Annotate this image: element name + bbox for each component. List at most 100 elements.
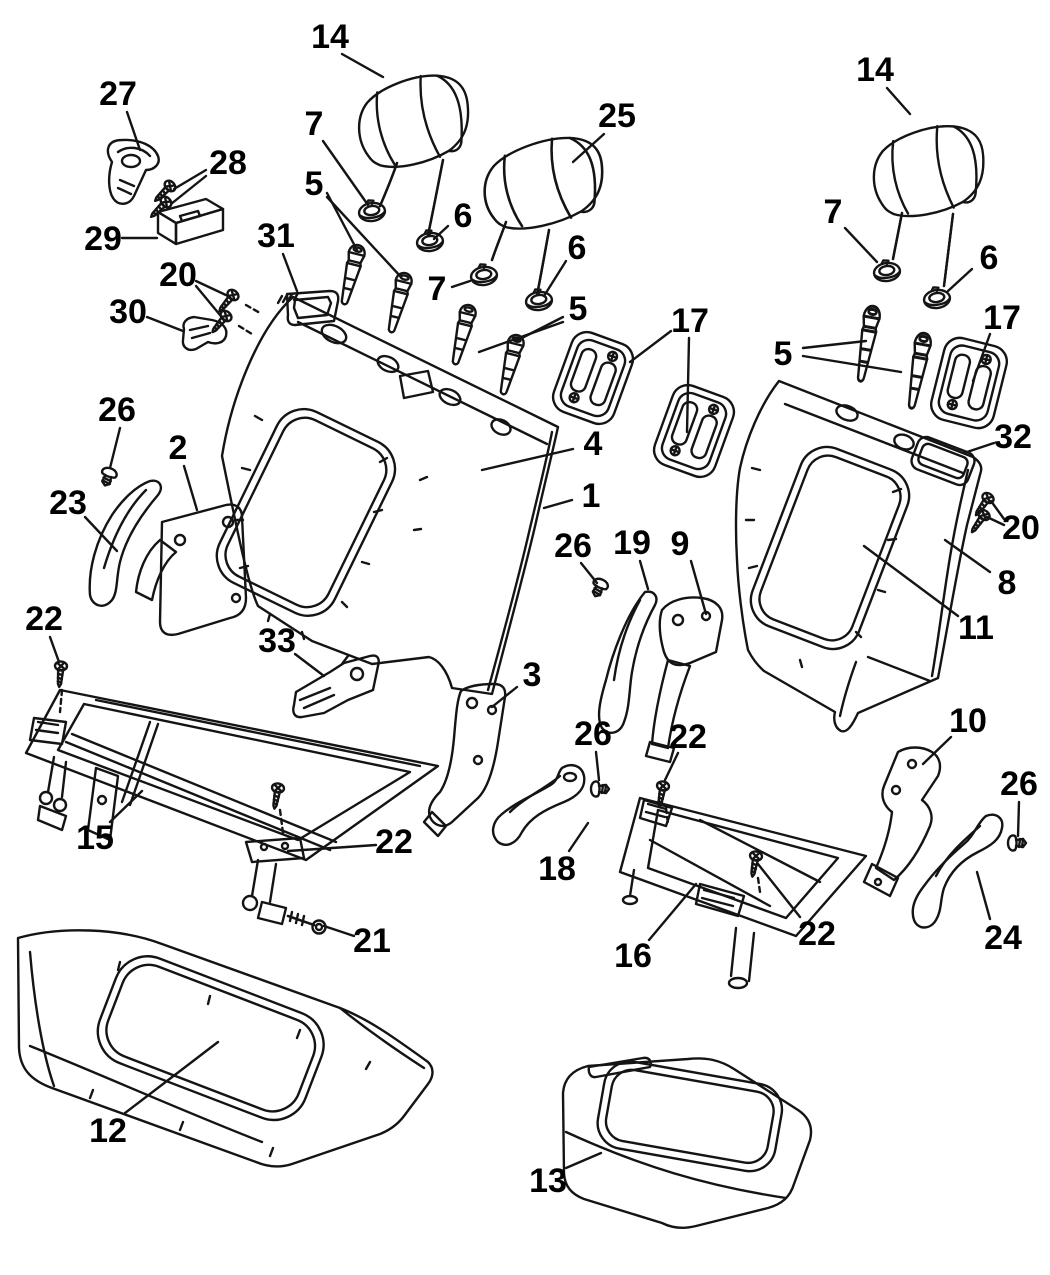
bracket-10 xyxy=(862,746,942,898)
guide-sleeve-5 xyxy=(901,330,934,412)
callout-20: 20 xyxy=(1002,509,1040,547)
leader-line-23 xyxy=(83,515,119,553)
leader-line-28 xyxy=(169,174,208,206)
callout-19: 19 xyxy=(613,524,651,562)
leader-line-5 xyxy=(801,339,868,350)
leader-line-22 xyxy=(663,751,680,782)
callout-6: 6 xyxy=(454,197,473,235)
arm-23 xyxy=(88,479,162,607)
callout-11: 11 xyxy=(958,609,994,647)
headrest-right-14 xyxy=(865,118,993,288)
latch-bezel-17 xyxy=(926,333,1012,433)
latch-opening-31 xyxy=(276,289,340,327)
leader-line-5 xyxy=(477,320,565,354)
leader-line-28 xyxy=(172,168,208,191)
leader-line-5 xyxy=(801,354,903,374)
clip-26 xyxy=(587,575,611,601)
callout-27: 27 xyxy=(99,75,137,113)
callout-31: 31 xyxy=(257,217,295,255)
callout-13: 13 xyxy=(529,1162,567,1200)
leader-line-17 xyxy=(971,332,992,383)
leader-line-7 xyxy=(843,226,879,264)
callout-7: 7 xyxy=(428,270,447,308)
leader-line-17 xyxy=(685,336,691,434)
callout-30: 30 xyxy=(109,293,147,331)
leader-line-20 xyxy=(985,515,1006,527)
leader-line-14 xyxy=(340,52,385,79)
callout-10: 10 xyxy=(949,702,987,740)
stitched-panel-left xyxy=(215,407,397,617)
leader-line-32 xyxy=(962,441,996,455)
callout-28: 28 xyxy=(209,144,247,182)
callout-6: 6 xyxy=(980,239,999,277)
bracket-2 xyxy=(134,503,248,636)
guide-sleeve-5 xyxy=(382,270,415,336)
bracket-33 xyxy=(292,654,380,719)
callout-17: 17 xyxy=(983,299,1021,337)
leader-line-27 xyxy=(125,110,142,152)
callout-26: 26 xyxy=(554,527,592,565)
latch-bezel-17 xyxy=(648,379,740,483)
leader-line-26 xyxy=(594,750,601,782)
callout-22: 22 xyxy=(669,718,707,756)
leader-line-2 xyxy=(182,464,199,512)
callout-22: 22 xyxy=(798,915,836,953)
leader-line-1 xyxy=(542,498,574,510)
leader-line-24 xyxy=(975,870,992,921)
clip-26 xyxy=(589,780,611,798)
bracket-9 xyxy=(644,596,724,764)
callout-8: 8 xyxy=(998,564,1017,602)
guide-sleeve-5 xyxy=(335,242,368,308)
seat-back-left xyxy=(215,289,560,696)
leader-line-22 xyxy=(756,862,802,919)
leader-line-12 xyxy=(123,1040,220,1115)
leader-line-18 xyxy=(567,821,590,853)
latch-cover-32 xyxy=(910,435,976,487)
callout-5: 5 xyxy=(305,165,324,203)
callout-14: 14 xyxy=(311,18,349,56)
grommet-6-center xyxy=(523,286,555,313)
bolt-21 xyxy=(286,910,327,935)
seat-frame-left xyxy=(24,688,440,926)
seat-frame-right xyxy=(618,796,868,990)
leader-line-25 xyxy=(571,132,606,164)
leader-line-6 xyxy=(542,259,568,298)
leader-line-7 xyxy=(450,279,472,289)
leader-line-26 xyxy=(108,426,122,470)
bracket-3 xyxy=(422,682,507,838)
stitched-panel-right xyxy=(749,445,911,651)
callout-7: 7 xyxy=(824,193,843,231)
callout-22: 22 xyxy=(25,600,63,638)
callout-17: 17 xyxy=(671,302,709,340)
leader-line-3 xyxy=(490,685,519,709)
callout-25: 25 xyxy=(598,97,636,135)
leader-line-20 xyxy=(194,284,222,317)
leader-line-4 xyxy=(480,447,575,472)
callout-3: 3 xyxy=(523,656,542,694)
leader-line-31 xyxy=(281,252,299,293)
leader-line-8 xyxy=(943,538,992,574)
seat-cushion-left xyxy=(16,929,434,1168)
leader-line-30 xyxy=(145,315,185,333)
guide-sleeve-5 xyxy=(494,332,527,398)
leader-line-22 xyxy=(48,635,61,664)
callout-29: 29 xyxy=(84,220,122,258)
callout-7: 7 xyxy=(305,105,324,143)
leader-line-21 xyxy=(322,924,356,938)
callout-15: 15 xyxy=(76,819,114,857)
clip-30 xyxy=(181,315,228,352)
callout-5: 5 xyxy=(569,290,588,328)
leader-line-26 xyxy=(1016,800,1021,838)
grommet-7-center xyxy=(468,261,500,288)
callout-1: 1 xyxy=(582,477,601,515)
callout-9: 9 xyxy=(671,525,690,563)
headrest-left-14 xyxy=(349,66,480,237)
leader-line-11 xyxy=(862,544,960,618)
leader-line-17 xyxy=(628,329,673,364)
callout-4: 4 xyxy=(584,425,603,463)
callout-14: 14 xyxy=(856,51,894,89)
leader-line-10 xyxy=(921,735,953,766)
